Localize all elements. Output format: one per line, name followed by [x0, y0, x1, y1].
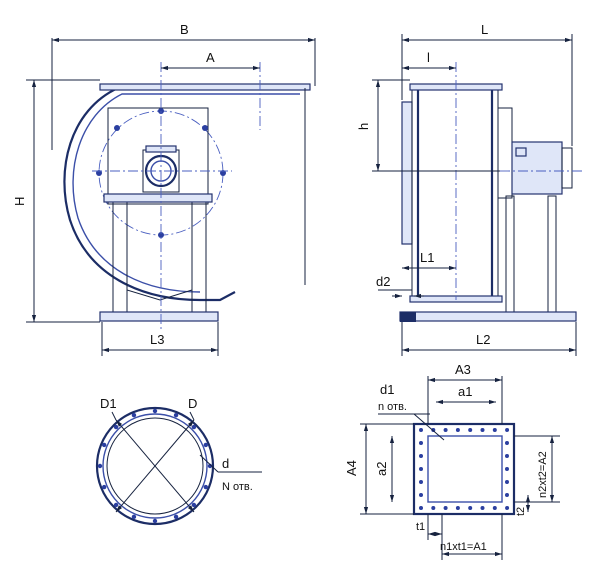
dim-d2-label: d2 [376, 274, 390, 289]
dim-h-label: H [12, 197, 27, 206]
bolt-hole [505, 428, 510, 432]
bolt-hole [419, 493, 423, 497]
dim-a1-label: a1 [458, 384, 472, 399]
bolt-hole [419, 467, 423, 471]
dim-a4-label: A4 [344, 460, 359, 476]
dim-l3-label: L3 [150, 332, 164, 347]
bolt-hole [505, 454, 509, 458]
square-flange-view: A3 a1 d1 n отв. A4 a2 n2xt2=A2 t2 t1 n1x… [344, 362, 560, 560]
dim-n1t1-label: n1xt1=A1 [440, 541, 487, 553]
dim-hole-d-label: d [222, 456, 229, 471]
front-view: B A H L3 [12, 22, 316, 356]
dim-d-label: D [188, 396, 197, 411]
bolt-hole [443, 506, 448, 510]
dim-l-small-label: l [427, 50, 430, 65]
bolt-hole [505, 506, 510, 510]
bolt-hole [455, 506, 460, 510]
bolt-hole [203, 484, 209, 490]
dim-d1-small-label: d1 [380, 382, 394, 397]
dim-n-holes-label: N отв. [222, 481, 253, 493]
dim-l1-label: L1 [420, 250, 434, 265]
bolt-hole [152, 518, 158, 524]
dim-t1-label: t1 [416, 521, 425, 533]
bolt-hole [419, 454, 423, 458]
bolt-hole [173, 514, 179, 520]
bolt-hole [101, 484, 107, 490]
bolt-hole [131, 514, 137, 520]
dim-l-label: L [481, 22, 488, 37]
dim-a2-label: a2 [374, 462, 389, 476]
bolt-hole [492, 428, 497, 432]
dim-b-label: B [180, 22, 189, 37]
bolt-hole [480, 428, 485, 432]
bolt-hole [113, 424, 119, 430]
side-view: L l h L1 d2 L2 [356, 22, 585, 356]
dim-a3-label: A3 [455, 362, 471, 377]
bolt-hole [505, 480, 509, 484]
dim-t2-label: t2 [515, 507, 527, 516]
bolt-hole [131, 412, 137, 418]
bolt-hole [468, 506, 473, 510]
bolt-hole [419, 480, 423, 484]
dim-l2-label: L2 [476, 332, 490, 347]
dim-a-label: A [206, 50, 215, 65]
bolt-hole [468, 428, 473, 432]
bolt-hole [480, 506, 485, 510]
bolt-hole [113, 502, 119, 508]
bolt-hole [191, 424, 197, 430]
bolt-hole [152, 408, 158, 414]
bolt-hole [431, 506, 436, 510]
bolt-hole [419, 441, 423, 445]
bolt-hole [101, 442, 107, 448]
bolt-hole [505, 467, 509, 471]
bolt-hole [97, 463, 103, 469]
bolt-hole [173, 412, 179, 418]
dim-n2t2-label: n2xt2=A2 [537, 451, 549, 498]
bolt-hole [419, 428, 423, 432]
dim-n-holes-small-label: n отв. [378, 401, 407, 413]
round-flange-view: D1 D d N отв. [95, 396, 262, 526]
bolt-hole [203, 442, 209, 448]
bolt-hole [505, 493, 509, 497]
bolt-hole [492, 506, 497, 510]
bolt-hole [191, 502, 197, 508]
dim-h-small-label: h [356, 123, 371, 130]
bolt-hole [505, 441, 509, 445]
bolt-hole [443, 428, 448, 432]
bolt-hole [455, 428, 460, 432]
dim-d1-label: D1 [100, 396, 117, 411]
bolt-hole [419, 506, 423, 510]
